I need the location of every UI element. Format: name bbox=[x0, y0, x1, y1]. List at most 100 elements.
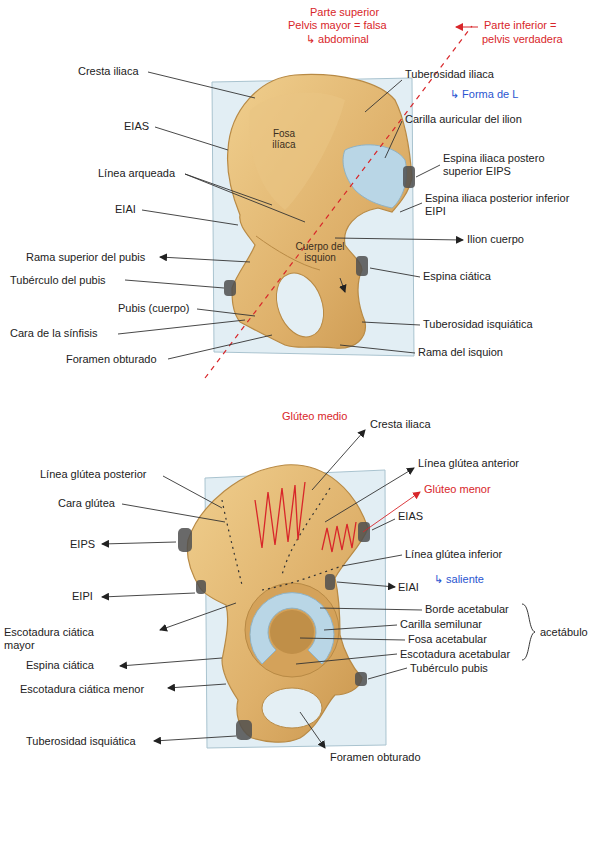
drawing-part bbox=[168, 335, 272, 359]
part-label: Foramen obturado bbox=[66, 353, 157, 366]
obturator-foramen bbox=[268, 266, 332, 343]
part-label: EIPS bbox=[70, 538, 95, 551]
part-label: Línea glútea posterior bbox=[40, 468, 146, 481]
part-label: Parte inferior = bbox=[484, 19, 556, 32]
part-label: Tubérculo del pubis bbox=[10, 274, 106, 287]
iliac-fossa bbox=[249, 93, 345, 210]
marker bbox=[178, 528, 192, 552]
marker bbox=[403, 166, 415, 188]
drawing-part bbox=[160, 603, 236, 630]
part-label: ↳ Forma de L bbox=[450, 88, 518, 101]
hip-bone bbox=[228, 74, 412, 348]
drawing-part bbox=[102, 542, 176, 544]
part-label: Línea arqueada bbox=[98, 167, 175, 180]
drawing-part bbox=[335, 238, 463, 240]
drawing-part bbox=[385, 121, 402, 158]
drawing-part bbox=[320, 608, 422, 610]
part-label: EIPI bbox=[72, 590, 93, 603]
part-label: Fosa ilíaca bbox=[262, 128, 306, 150]
drawing-part bbox=[368, 668, 407, 679]
part-label: EIAS bbox=[124, 120, 149, 133]
marker bbox=[196, 580, 206, 594]
part-label: Pubis (cuerpo) bbox=[118, 302, 190, 315]
drawing-part bbox=[154, 736, 236, 741]
part-label: Carilla semilunar bbox=[400, 618, 482, 631]
part-label: Carilla auricular del ilion bbox=[405, 113, 522, 126]
drawing-part bbox=[416, 165, 440, 177]
red-arrow bbox=[456, 27, 478, 28]
part-label: pelvis verdadera bbox=[482, 33, 563, 46]
drawing-part bbox=[125, 280, 224, 288]
drawing-part bbox=[340, 345, 415, 353]
part-label: Espina ciática bbox=[26, 659, 94, 672]
part-label: Fosa acetabular bbox=[408, 633, 487, 646]
part-label: EIAI bbox=[115, 203, 136, 216]
part-label: acetábulo bbox=[540, 626, 588, 639]
leader-lines-bottom bbox=[102, 430, 535, 748]
part-label: Tuberosidad isquiática bbox=[26, 735, 136, 748]
part-label: Tubérculo pubis bbox=[410, 662, 488, 675]
part-label: Glúteo medio bbox=[282, 410, 347, 423]
part-label: Cara glútea bbox=[58, 497, 115, 510]
drawing-part bbox=[185, 174, 305, 222]
marker bbox=[356, 256, 368, 276]
part-label: Pelvis mayor = falsa bbox=[288, 19, 387, 32]
drawing-part bbox=[370, 268, 420, 277]
part-label: EIAS bbox=[398, 510, 423, 523]
acetabular-fossa bbox=[270, 610, 314, 654]
part-label: Línea glútea anterior bbox=[418, 457, 519, 470]
part-label: Foramen obturado bbox=[330, 751, 421, 764]
drawing-part bbox=[342, 555, 402, 566]
part-label: Cresta iliaca bbox=[370, 418, 431, 431]
hip-bone bbox=[187, 465, 368, 742]
marker bbox=[325, 574, 335, 590]
part-label: Tuberosidad iliaca bbox=[405, 68, 494, 81]
part-label: Escotadura ciática menor bbox=[20, 683, 145, 696]
obturator-foramen bbox=[262, 688, 322, 728]
drawing-part bbox=[296, 654, 397, 664]
part-label: ↳ saliente bbox=[434, 573, 484, 586]
drawing-part bbox=[168, 684, 226, 688]
marker bbox=[355, 672, 367, 686]
part-label: EIAI bbox=[398, 581, 419, 594]
drawing-part bbox=[300, 638, 405, 640]
part-label: Espina iliaca postero superior EIPS bbox=[443, 152, 583, 178]
drawing-part bbox=[185, 174, 272, 205]
lateral-view bbox=[178, 465, 386, 748]
part-label: Línea glútea inferior bbox=[405, 548, 502, 561]
part-label: Escotadura acetabular bbox=[400, 648, 510, 661]
drawing-part bbox=[300, 712, 325, 748]
marker bbox=[236, 720, 252, 740]
drawing-part bbox=[118, 320, 245, 334]
drawing-part bbox=[262, 566, 342, 590]
drawing-part bbox=[222, 500, 242, 585]
drawing-part bbox=[365, 80, 402, 112]
marker bbox=[358, 522, 370, 542]
part-label: Cuerpo del isquion bbox=[294, 241, 346, 263]
drawing-part bbox=[322, 522, 356, 552]
part-label: Espina ciática bbox=[423, 270, 491, 283]
part-label: Rama del isquion bbox=[418, 346, 503, 359]
drawing-part bbox=[400, 203, 422, 212]
drawing-part bbox=[120, 658, 222, 666]
drawing-part bbox=[155, 127, 228, 150]
drawing-part bbox=[160, 257, 250, 262]
part-label: Glúteo menor bbox=[424, 483, 491, 496]
drawing-part bbox=[340, 278, 345, 292]
drawing-part bbox=[197, 309, 255, 316]
drawing-part bbox=[362, 322, 420, 325]
part-label: Borde acetabular bbox=[425, 603, 509, 616]
drawing-part bbox=[163, 476, 222, 508]
part-label: ↳ abdominal bbox=[306, 33, 369, 46]
drawing-part bbox=[142, 210, 238, 225]
drawing-part bbox=[522, 604, 535, 660]
part-label: Cara de la sínfisis bbox=[10, 327, 97, 340]
part-label: Parte superior bbox=[310, 6, 379, 19]
part-label: Ilion cuerpo bbox=[467, 233, 524, 246]
drawing-part bbox=[337, 582, 395, 587]
drawing-part bbox=[372, 519, 395, 530]
drawing-part bbox=[102, 593, 195, 597]
part-label: Cresta iliaca bbox=[78, 65, 139, 78]
